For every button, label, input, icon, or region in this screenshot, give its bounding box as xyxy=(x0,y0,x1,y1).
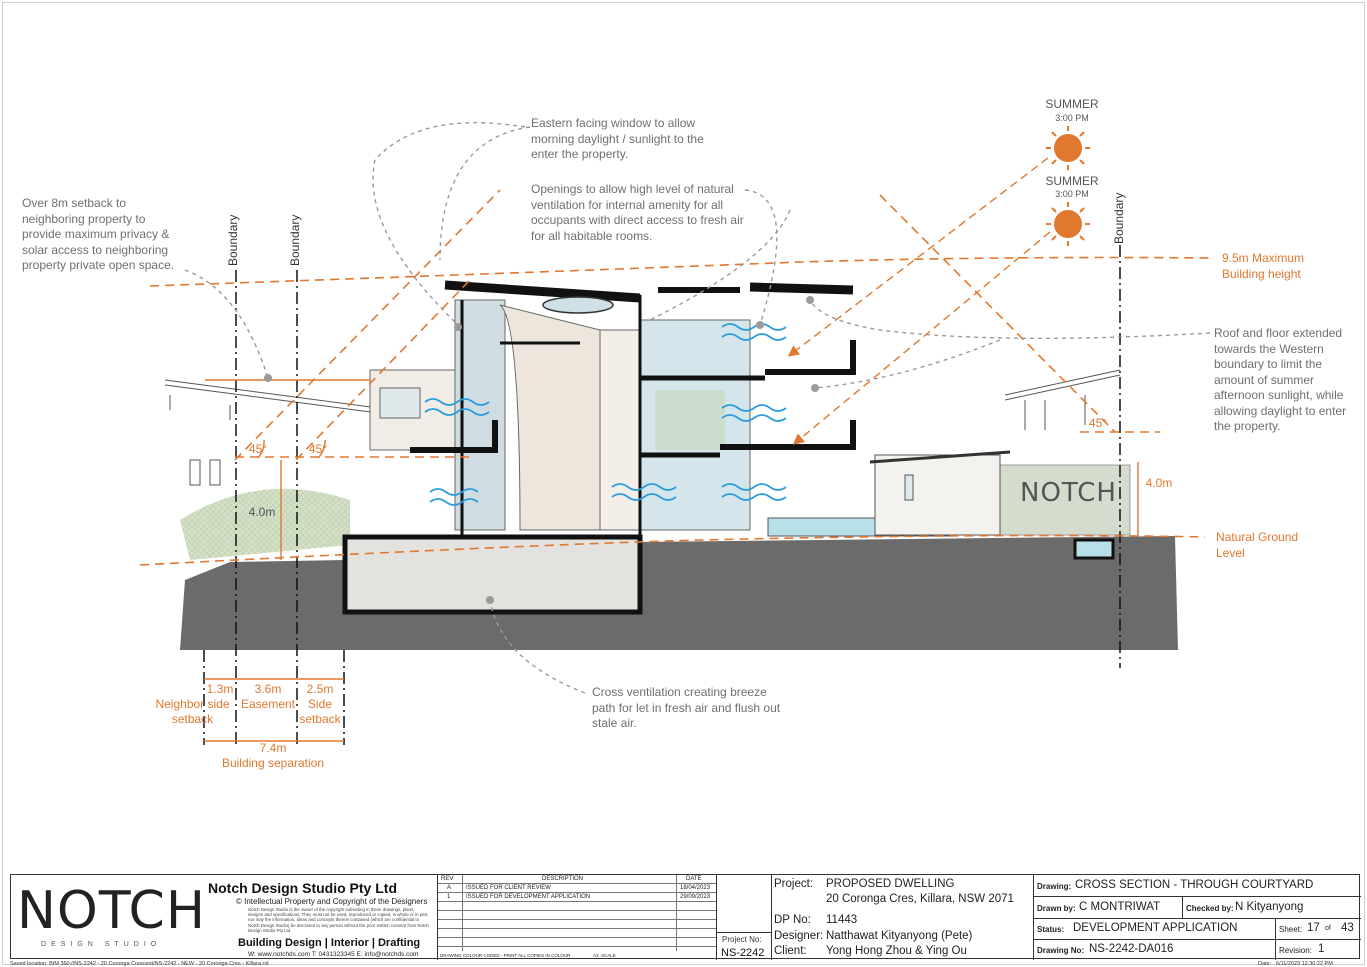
revision-table: REV DESCRIPTION DATE A ISSUED FOR CLIENT… xyxy=(438,875,716,960)
dimension-value: 2.5m xyxy=(306,682,334,696)
dimension-caption: Building separation xyxy=(221,756,325,770)
pool-house xyxy=(869,450,1011,536)
sun-icon xyxy=(1046,126,1090,170)
saved-location: Saved location: BIM 360://NS-2242 - 20 C… xyxy=(10,961,269,967)
dimension-value: 3.6m xyxy=(254,682,282,696)
drawing-title: CROSS SECTION - THROUGH COURTYARD xyxy=(1075,879,1314,891)
eastern-window-note: Eastern facing window to allow morning d… xyxy=(531,116,704,161)
basement xyxy=(342,534,643,615)
leader-lines xyxy=(184,122,1211,694)
landscape-left xyxy=(180,488,350,560)
revision-row: A ISSUED FOR CLIENT REVIEW 18/04/2023 xyxy=(438,884,716,893)
designer-label: Designer: xyxy=(774,930,824,942)
client-label: Client: xyxy=(774,945,807,957)
contact-line: W: www.notchds.com T: 0431323345 E: info… xyxy=(248,951,419,958)
drawn-by-label: Drawn by: xyxy=(1037,904,1076,913)
sun-time: 3:00 PM xyxy=(1055,189,1089,199)
copyright-line: © Intellectual Property and Copyright of… xyxy=(236,897,428,906)
drawn-by: C MONTRIWAT xyxy=(1079,901,1161,913)
height-dimension: 4.0m xyxy=(248,505,276,519)
setback-planes xyxy=(139,189,1211,566)
boundary-label: Boundary xyxy=(288,214,302,266)
revision-label: Revision: xyxy=(1279,946,1312,955)
angle-label: 45° xyxy=(248,442,268,456)
sun-rays xyxy=(787,157,1051,445)
leader-dots xyxy=(264,296,819,604)
dimension-caption: Neighbor side setback xyxy=(155,697,230,726)
height-dimension: 4.0m xyxy=(1145,476,1173,490)
sun-label: SUMMER xyxy=(1045,174,1099,188)
cross-section-drawing xyxy=(139,122,1211,745)
cross-ventilation-note: Cross ventilation creating breeze path f… xyxy=(592,685,781,730)
drawing-label: Drawing: xyxy=(1037,882,1072,891)
dimension-value: 1.3m xyxy=(206,682,234,696)
pit xyxy=(1073,538,1115,560)
sheet-label: Sheet: xyxy=(1279,925,1303,934)
dp-label: DP No: xyxy=(774,914,811,926)
boundary-lines xyxy=(203,245,1121,745)
boundary-label: Boundary xyxy=(1112,192,1126,244)
angle-label: 45° xyxy=(1088,416,1108,430)
project-label: Project: xyxy=(774,878,813,890)
roof-floor-note: Roof and floor extended towards the West… xyxy=(1214,326,1347,433)
ground xyxy=(180,536,1178,650)
sheet-number: 17 xyxy=(1307,922,1320,934)
colour-note: DRAWING COLOUR CODED - PRINT ALL COPIES … xyxy=(440,953,616,958)
sun-label: SUMMER xyxy=(1045,97,1099,111)
revision-header: REV DESCRIPTION DATE xyxy=(438,875,716,884)
date-label: Date: xyxy=(1258,961,1272,967)
print-date: 6/11/2023 12:30:22 PM xyxy=(1276,961,1333,967)
neighbour-house-right xyxy=(1004,369,1121,430)
project-name: PROPOSED DWELLING xyxy=(826,878,955,890)
dwelling-section xyxy=(369,280,856,535)
services-line: Building Design | Interior | Drafting xyxy=(238,937,421,949)
checked-by-label: Checked by: xyxy=(1186,904,1234,913)
sheet-of: of xyxy=(1325,925,1331,932)
sun-time: 3:00 PM xyxy=(1055,113,1089,123)
status-value: DEVELOPMENT APPLICATION xyxy=(1073,922,1238,934)
openings-note: Openings to allow high level of natural … xyxy=(531,182,744,243)
designer-name: Natthawat Kityanyong (Pete) xyxy=(826,930,973,942)
sheet-total: 43 xyxy=(1341,922,1354,934)
natural-ground-label: Natural Ground Level xyxy=(1216,530,1299,560)
company-name: Notch Design Studio Pty Ltd xyxy=(208,880,397,896)
company-logo: NOTCH xyxy=(17,881,206,941)
revision-number: 1 xyxy=(1318,943,1325,955)
project-no-label: Project No: xyxy=(722,935,762,944)
angle-label: 45° xyxy=(308,442,328,456)
dimension-lines xyxy=(204,379,1139,742)
revision-row: 1 ISSUED FOR DEVELOPMENT APPLICATION 29/… xyxy=(438,893,716,902)
logo-subtitle: DESIGN STUDIO xyxy=(41,941,162,948)
drawing-number: NS-2242-DA016 xyxy=(1089,943,1174,955)
project-no: NS-2242 xyxy=(721,947,765,959)
max-height-label: 9.5m Maximum Building height xyxy=(1222,251,1305,281)
drawing-no-label: Drawing No: xyxy=(1037,946,1085,955)
sun-icon xyxy=(1046,202,1090,246)
dimension-value: 7.4m xyxy=(259,741,287,755)
boundary-label: Boundary xyxy=(226,214,240,266)
status-label: Status: xyxy=(1037,925,1065,934)
title-block: NOTCH DESIGN STUDIO Notch Design Studio … xyxy=(10,874,1361,960)
project-address: 20 Coronga Cres, Killara, NSW 2071 xyxy=(826,893,1014,905)
ventilation-arrows xyxy=(424,323,787,506)
setback-note: Over 8m setback to neighboring property … xyxy=(22,196,175,272)
dimension-caption: Side setback xyxy=(299,697,341,726)
dp-number: 11443 xyxy=(826,914,858,926)
notch-sign: NOTCH xyxy=(1020,478,1117,508)
dimension-caption: Easement xyxy=(240,697,296,711)
copyright-fine-print: Notch Design Studio is the owner of the … xyxy=(248,907,429,933)
checked-by: N Kityanyong xyxy=(1235,901,1304,913)
client-name: Yong Hong Zhou & Ying Ou xyxy=(826,945,967,957)
